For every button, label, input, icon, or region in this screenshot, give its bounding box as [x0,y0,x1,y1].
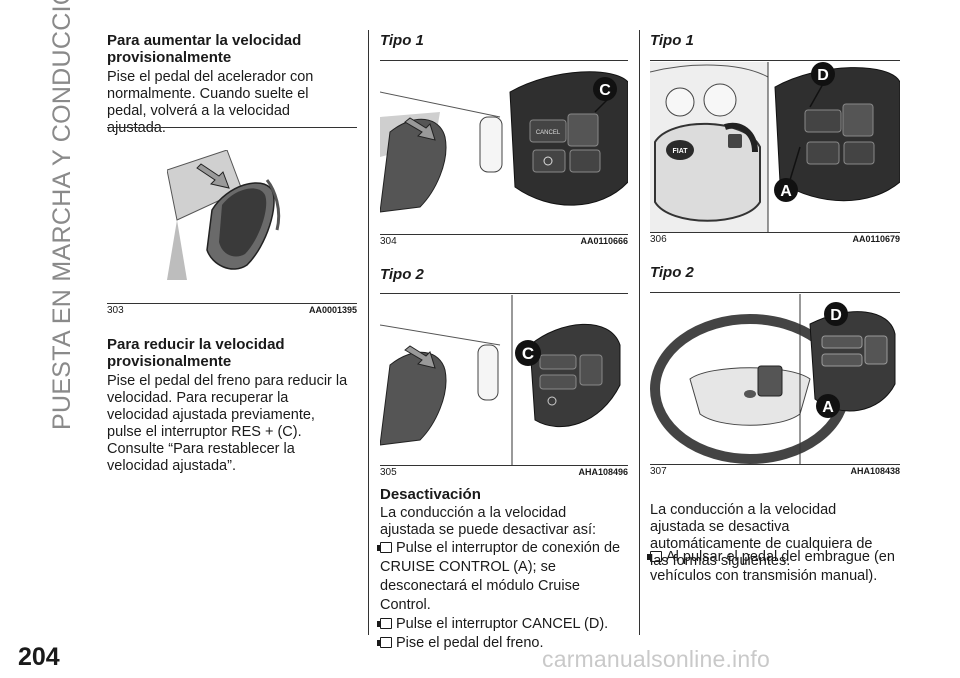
column-divider-1 [368,30,369,635]
figure-305-steering-controls: C [380,295,628,465]
figure-306-caption: 306 AA0110679 [650,234,900,245]
bullet-list-deactivation: Pulse el interruptor de conexión de CRUI… [377,539,628,653]
figure-307-number: 307 [650,466,667,477]
figure-306-bottom-rule [650,232,900,233]
figure-303-number: 303 [107,305,124,316]
figure-307-code: AHA108438 [850,466,900,476]
figure-306-dashboard: FIAT D A [650,62,900,232]
bullet-item: Pise el pedal del freno. [377,634,628,653]
body-auto-deactivation: La conducción a la velocidad ajustada se… [650,502,873,569]
figure-304-number: 304 [380,236,397,247]
figure-303-code: AA0001395 [308,305,357,315]
label-c-305: C [522,344,534,363]
bullet-arrow-icon [377,637,392,648]
heading-reduce-speed: Para reducir la velocidad provisionalmen… [107,336,285,370]
body-reduce-speed: Pise el pedal del freno para reducir la … [107,373,348,474]
column-divider-2 [639,30,640,635]
heading-deactivation: Desactivación [380,486,481,503]
figure-306-number: 306 [650,234,667,245]
type-2-label: Tipo 2 [380,266,424,283]
bullet-arrow-icon [377,542,392,553]
figure-304-caption: 304 AA0110666 [380,236,628,247]
label-a-306: A [780,183,792,200]
figure-303-top-rule [107,127,357,128]
figure-304-code: AA0110666 [580,236,628,246]
figure-306-top-rule [650,60,900,61]
label-d-306: D [817,67,829,84]
label-a-307: A [822,399,834,416]
label-d-307: D [830,307,842,324]
figure-305-top-rule [380,293,628,294]
heading-increase-speed: Para aumentar la velocidad provisionalme… [107,32,302,66]
figure-305-code: AHA108496 [578,467,628,477]
bullet-list-auto-deactivation: Al pulsar el pedal del embrague (en vehí… [647,548,900,586]
figure-307-steering-wheel: D A [650,294,900,464]
figure-306-code: AA0110679 [852,234,900,244]
bullet-item: Pulse el interruptor CANCEL (D). [377,615,628,634]
figure-307-top-rule [650,292,900,293]
figure-303-accelerator-pedal [167,150,297,280]
type-1-label: Tipo 1 [650,32,694,49]
label-c-304: C [599,82,611,99]
fiat-logo: FIAT [672,148,688,155]
figure-307-bottom-rule [650,464,900,465]
figure-304-steering-controls: CANCEL C [380,62,628,234]
type-1-label: Tipo 1 [380,32,424,49]
bullet-item: Al pulsar el pedal del embrague (en vehí… [647,549,895,584]
watermark: carmanualsonline.info [542,646,770,672]
figure-305-caption: 305 AHA108496 [380,467,628,478]
chapter-side-title: PUESTA EN MARCHA Y CONDUCCIÓN [48,0,76,430]
figure-305-bottom-rule [380,465,628,466]
page-number: 204 [18,643,60,671]
figure-304-top-rule [380,60,628,61]
figure-307-caption: 307 AHA108438 [650,466,900,477]
bullet-arrow-icon [647,551,662,562]
cancel-label: CANCEL [536,130,561,136]
body-deactivation: La conducción a la velocidad ajustada se… [380,505,597,538]
body-increase-speed: Pise el pedal del acelerador con normalm… [107,69,314,136]
figure-303-bottom-rule [107,303,357,304]
figure-305-number: 305 [380,467,397,478]
bullet-item: Pulse el interruptor de conexión de CRUI… [377,540,621,613]
bullet-arrow-icon [377,618,392,629]
type-2-label: Tipo 2 [650,264,694,281]
figure-303-caption: 303 AA0001395 [107,305,357,316]
figure-304-bottom-rule [380,234,628,235]
